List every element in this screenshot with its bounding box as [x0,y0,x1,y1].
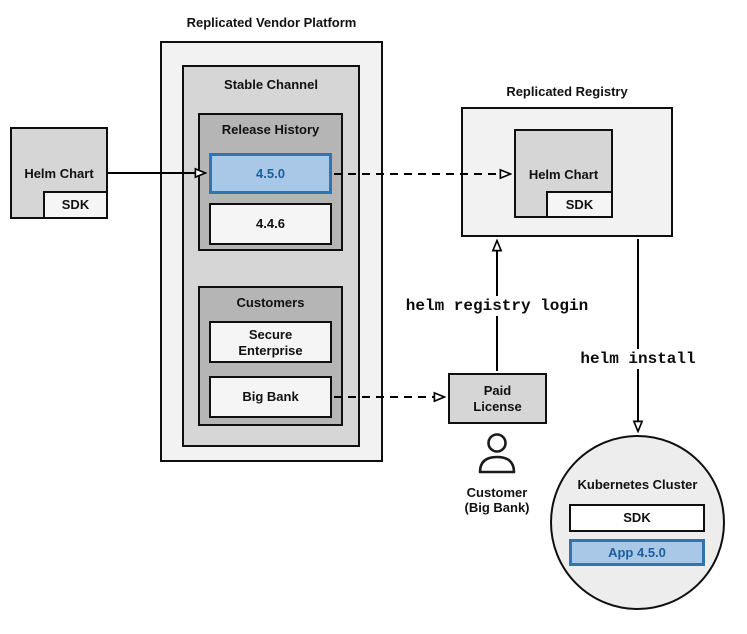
customer-secure-enterprise-box: Secure Enterprise [209,321,332,363]
platform-title: Replicated Vendor Platform [186,15,357,30]
vendor-helm-chart-label: Helm Chart [24,166,94,181]
release-446-box: 4.4.6 [209,203,332,245]
release-history-title: Release History [221,122,320,137]
customer-label-line2: (Big Bank) [464,500,530,515]
paid-license-line1: Paid [483,383,512,398]
command-helm-install: helm install [577,349,699,369]
cluster-app-box: App 4.5.0 [569,539,705,566]
customer-person-icon [478,433,516,474]
customer-label-line1: Customer [466,485,528,500]
release-450-box: 4.5.0 [209,153,332,194]
paid-license-line2: License [473,399,522,414]
customers-title: Customers [236,295,305,310]
vendor-sdk-box: SDK [43,191,108,219]
customer-label: Customer (Big Bank) [445,485,549,515]
customer-secure-line2: Enterprise [238,343,303,358]
stable-channel-title: Stable Channel [224,77,318,92]
paid-license-box: Paid License [448,373,547,424]
registry-sdk-box: SDK [546,191,613,218]
registry-helm-chart-label: Helm Chart [528,167,599,182]
cluster-sdk-box: SDK [569,504,705,532]
registry-title: Replicated Registry [506,84,628,99]
customer-big-bank-box: Big Bank [209,376,332,418]
kubernetes-cluster-title: Kubernetes Cluster [577,477,698,492]
customer-secure-line1: Secure [248,327,293,342]
command-helm-registry-login: helm registry login [402,296,592,316]
